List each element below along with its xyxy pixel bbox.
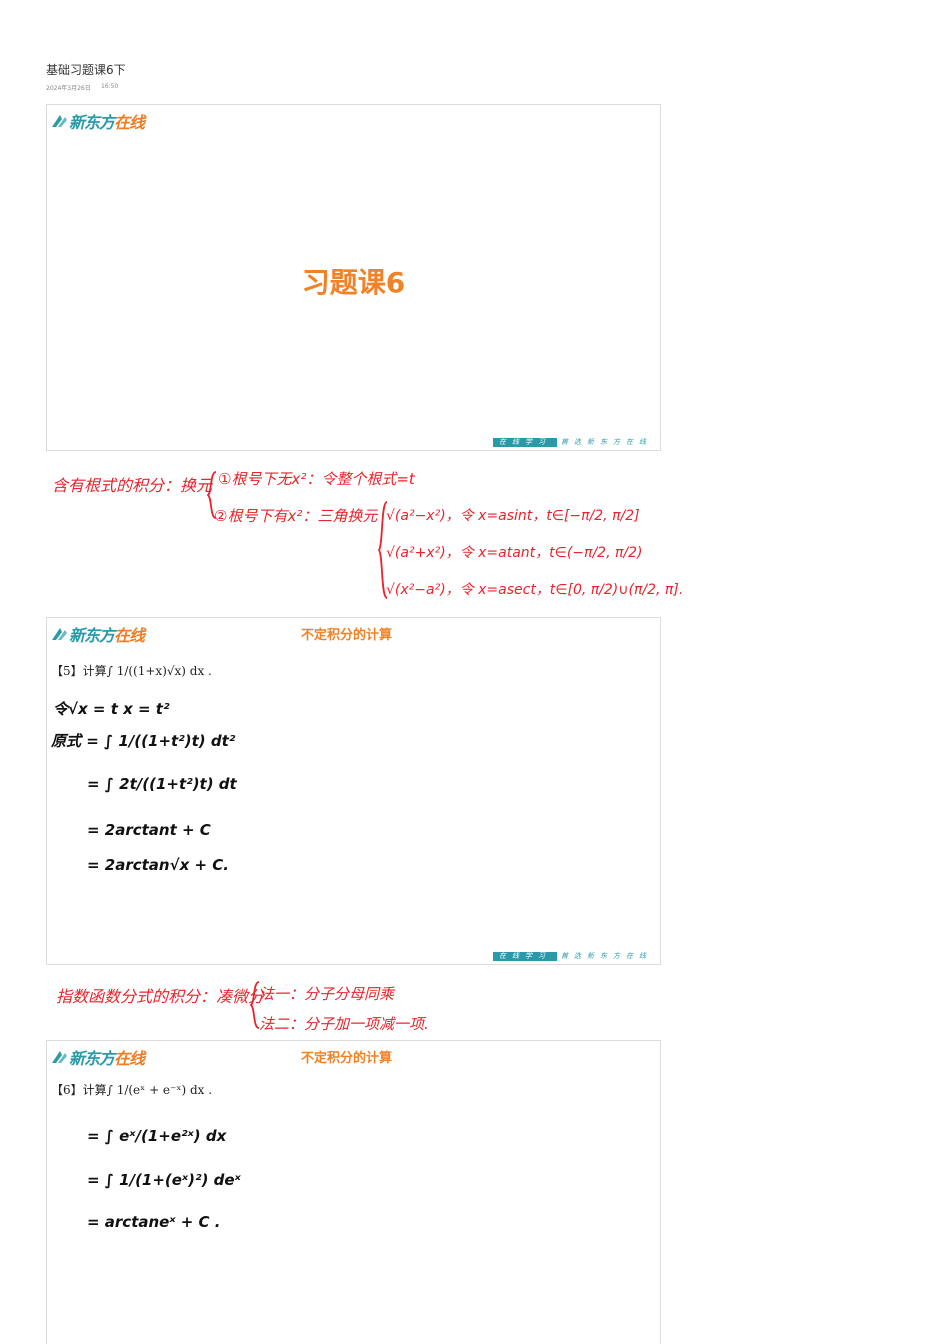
logo-icon xyxy=(52,628,67,640)
slide-title: 习题课6 xyxy=(301,266,406,299)
page-date: 2024年3月26日 xyxy=(46,85,91,92)
page-time: 16:50 xyxy=(101,83,119,90)
footer-left: 在线学习 xyxy=(493,438,557,447)
slide-footer: 在线学习 首选新东方在线 xyxy=(493,438,656,447)
note2-method1: 法一：分子分母同乘 xyxy=(259,985,395,1003)
page-title: 基础习题课6下 xyxy=(46,63,126,77)
logo-text-2: 在线 xyxy=(114,626,145,645)
note1-brace xyxy=(206,471,217,519)
slide-problem-5: 新东方在线 不定积分的计算 【5】计算∫ 1/((1+x)√x) dx . 令√… xyxy=(46,617,661,965)
solution-6-step3: = arctaneˣ + C . xyxy=(87,1213,221,1231)
slide-heading: 不定积分的计算 xyxy=(301,628,393,643)
logo-text-2: 在线 xyxy=(114,1049,145,1068)
note1-case1: ①根号下无x²：令整个根式=t xyxy=(218,470,415,488)
note2-brace xyxy=(249,981,260,1029)
logo-text-1: 新东方 xyxy=(69,1049,115,1068)
logo: 新东方在线 xyxy=(51,1045,145,1069)
logo: 新东方在线 xyxy=(51,109,145,133)
solution-6-step2: = ∫ 1/(1+(eˣ)²) deˣ xyxy=(87,1171,241,1189)
note2-heading: 指数函数分式的积分：凑微分 xyxy=(56,987,265,1006)
logo: 新东方在线 xyxy=(51,622,145,646)
footer-right: 首选新东方在线 xyxy=(561,952,652,960)
solution-5-step1: 令√x = t x = t² xyxy=(53,700,170,718)
slide-title-card: 新东方在线 习题课6 在线学习 首选新东方在线 xyxy=(46,104,661,451)
note1-sub1: √(a²−x²)，令 x=asint，t∈[−π/2, π/2] xyxy=(386,508,640,524)
slide-heading: 不定积分的计算 xyxy=(301,1051,393,1066)
note1-case2: ②根号下有x²：三角换元 xyxy=(214,507,378,525)
logo-text-1: 新东方 xyxy=(69,626,115,645)
solution-5-step5: = 2arctan√x + C. xyxy=(87,856,230,874)
note1-brace-2 xyxy=(377,501,388,599)
footer-left: 在线学习 xyxy=(493,952,557,961)
note1-sub3: √(x²−a²)，令 x=asect，t∈[0, π/2)∪(π/2, π]. xyxy=(386,582,684,598)
solution-6-step1: = ∫ eˣ/(1+e²ˣ) dx xyxy=(87,1127,227,1145)
note2-method2: 法二：分子加一项减一项. xyxy=(259,1015,429,1033)
logo-icon xyxy=(52,1051,67,1063)
slide-problem-6: 新东方在线 不定积分的计算 【6】计算∫ 1/(eˣ + e⁻ˣ) dx . =… xyxy=(46,1040,661,1344)
footer-right: 首选新东方在线 xyxy=(561,438,652,446)
logo-text-1: 新东方 xyxy=(69,113,115,132)
solution-5-step2: 原式 = ∫ 1/((1+t²)t) dt² xyxy=(51,732,236,750)
problem-6: 【6】计算∫ 1/(eˣ + e⁻ˣ) dx . xyxy=(51,1083,213,1097)
slide-footer: 在线学习 首选新东方在线 xyxy=(493,952,656,961)
logo-text-2: 在线 xyxy=(114,113,145,132)
note1-sub2: √(a²+x²)，令 x=atant，t∈(−π/2, π/2) xyxy=(386,545,643,561)
logo-icon xyxy=(52,115,67,127)
solution-5-step3: = ∫ 2t/((1+t²)t) dt xyxy=(87,775,237,793)
note1-heading: 含有根式的积分：换元 xyxy=(52,476,213,495)
solution-5-step4: = 2arctant + C xyxy=(87,821,211,839)
problem-5: 【5】计算∫ 1/((1+x)√x) dx . xyxy=(51,664,212,678)
